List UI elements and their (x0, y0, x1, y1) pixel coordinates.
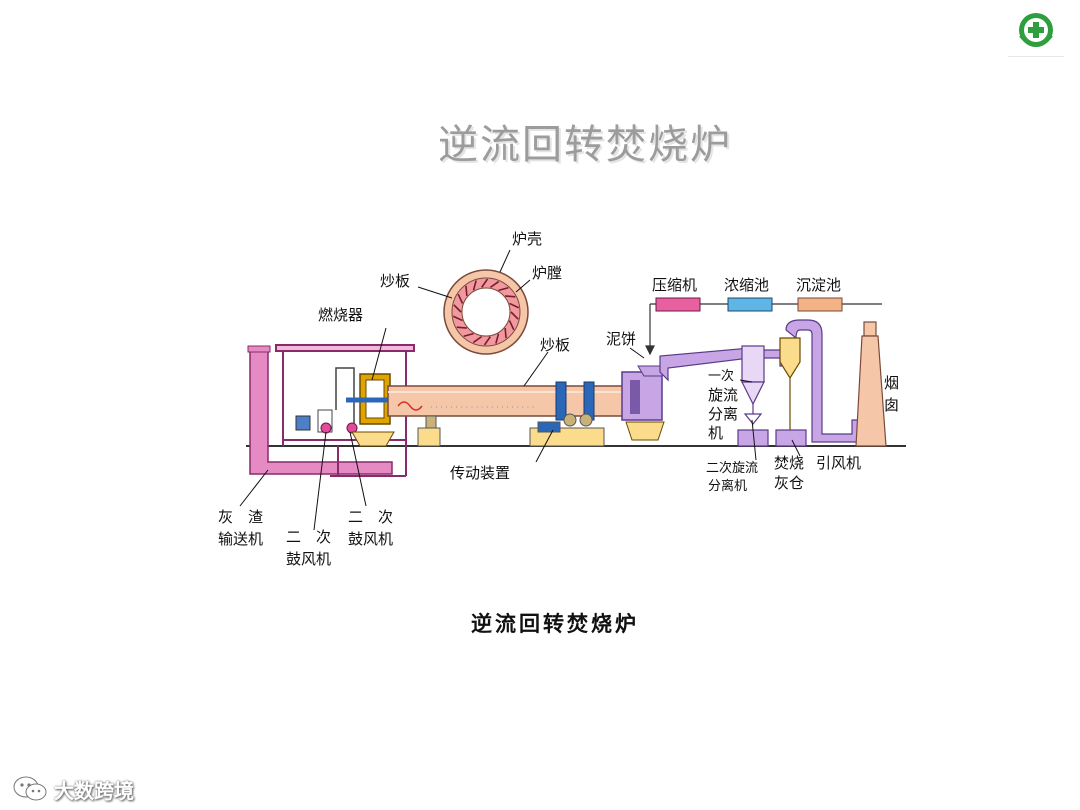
ash-conveyor (247, 345, 393, 475)
label-primary-cyclone-2: 旋流 (708, 386, 738, 404)
stir-vane (489, 280, 500, 289)
label-thickener: 浓缩池 (724, 276, 769, 294)
secondary-cyclone (775, 337, 807, 447)
svg-text:· · · · · · · · · · · · · · ·: · · · · · · · · · · · · · · · · · · · · … (430, 403, 534, 412)
blower-a (320, 422, 332, 434)
stir-vane (456, 326, 467, 329)
label-secondary-blower-a-1: 二 次 (286, 528, 331, 546)
thickener-unit (727, 297, 773, 312)
rotary-drum: · · · · · · · · · · · · · · · · · · · · … (387, 381, 635, 421)
label-chamber: 炉膛 (532, 264, 562, 282)
label-secondary-blower-b-1: 二 次 (348, 508, 393, 526)
label-stir-plate-ring: 炒板 (380, 272, 410, 290)
label-ash-conveyor-2: 输送机 (218, 530, 263, 548)
watermark-text: 大数跨境 (54, 778, 134, 803)
label-primary-cyclone-1: 一次 (708, 368, 734, 384)
wechat-icon (13, 776, 47, 801)
page-title: 逆流回转焚烧炉 (438, 122, 732, 168)
stir-vane (452, 315, 463, 322)
burner (346, 373, 396, 447)
stir-vane (508, 320, 515, 331)
drum-cross-section (443, 269, 529, 355)
stir-vane (504, 327, 507, 339)
label-settling-tank: 沉淀池 (796, 276, 841, 294)
label-secondary-blower-a-2: 鼓风机 (286, 550, 331, 568)
figure-caption: 逆流回转焚烧炉 (471, 611, 639, 636)
stir-vane (505, 295, 516, 298)
label-sludge-cake: 泥饼 (606, 330, 636, 348)
watermark: 大数跨境 (12, 772, 134, 806)
stir-vane (472, 280, 477, 291)
green-cross-logo-icon (1019, 13, 1053, 48)
stir-vane (453, 304, 462, 313)
stir-vane (472, 335, 483, 344)
label-ash-bin-1: 焚烧 (774, 454, 804, 472)
label-ash-bin-2: 灰仓 (774, 474, 804, 492)
stir-vane (457, 293, 464, 304)
stir-vane (463, 332, 474, 338)
label-secondary-cyclone-1: 二次旋流 (706, 460, 758, 476)
leader-lines (239, 249, 801, 531)
label-primary-cyclone-3: 分离 (708, 405, 738, 423)
label-shell: 炉壳 (512, 230, 542, 248)
settling-tank-unit (797, 297, 843, 312)
label-compressor: 压缩机 (652, 276, 697, 294)
chimney (855, 321, 887, 447)
label-chimney-2: 囱 (884, 396, 899, 414)
label-drive-unit: 传动装置 (450, 464, 510, 482)
stir-vane (509, 302, 520, 309)
air-duct (335, 367, 355, 424)
control-box (295, 415, 311, 431)
label-stir-plate-drum: 炒板 (540, 336, 570, 354)
label-chimney-1: 烟 (884, 374, 899, 392)
burner-frame (275, 344, 415, 477)
logo-underline (1008, 56, 1064, 57)
stir-vane (510, 311, 519, 320)
label-secondary-cyclone-2: 分离机 (708, 478, 747, 494)
label-burner: 燃烧器 (318, 306, 363, 324)
label-primary-cyclone-4: 机 (708, 424, 723, 442)
stir-vane (495, 333, 500, 344)
discharge-hood (621, 365, 665, 441)
label-ash-conveyor-1: 灰 渣 (218, 508, 263, 526)
stir-vane (465, 285, 468, 297)
drum-supports (417, 413, 605, 447)
compressor-unit (655, 297, 701, 312)
stir-vane (483, 336, 491, 346)
primary-cyclone (737, 345, 769, 447)
stir-vane (498, 286, 509, 292)
label-secondary-blower-b-2: 鼓风机 (348, 530, 393, 548)
label-induced-fan: 引风机 (816, 454, 861, 472)
stir-vane (481, 278, 489, 288)
